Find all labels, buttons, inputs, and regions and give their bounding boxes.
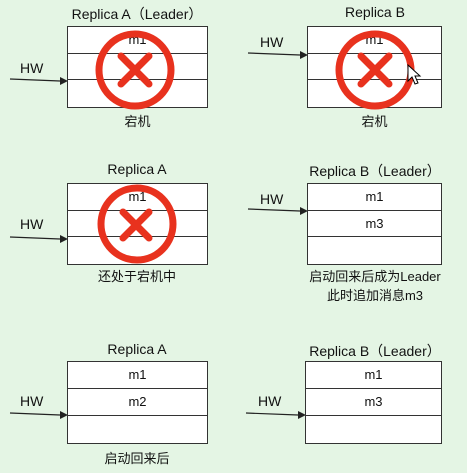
log-box: m1 m3	[305, 361, 442, 444]
log-entry: m1	[68, 27, 207, 54]
caption-line-2: 此时追加消息m3	[326, 288, 424, 303]
hw-label: HW	[20, 60, 44, 76]
hw-arrow	[245, 411, 306, 419]
hw-arrow	[247, 207, 308, 215]
caption: 宕机	[124, 114, 151, 129]
log-box: m1	[67, 183, 208, 265]
log-entry: m1	[306, 362, 441, 389]
log-entry: m1	[308, 184, 441, 211]
log-entry	[68, 80, 207, 107]
log-entry	[68, 54, 207, 81]
caption-line-1: 启动回来后成为Leader	[309, 269, 441, 284]
hw-label: HW	[258, 393, 282, 409]
replica-b-title: Replica B	[345, 4, 405, 20]
replica-b-leader-title: Replica B（Leader）	[309, 343, 441, 359]
log-entry: m3	[308, 211, 441, 238]
hw-arrow	[9, 411, 68, 419]
log-entry	[68, 237, 207, 264]
hw-arrow	[9, 77, 68, 85]
log-entry: m3	[306, 389, 441, 416]
caption: 启动回来后	[104, 451, 170, 466]
log-entry	[306, 416, 441, 443]
hw-label: HW	[20, 393, 44, 409]
caption: 还处于宕机中	[97, 269, 176, 284]
log-box: m1	[67, 26, 208, 108]
hw-arrow	[247, 51, 308, 59]
log-entry	[68, 416, 207, 443]
log-entry: m1	[68, 184, 207, 211]
replica-a-title: Replica A	[107, 161, 167, 177]
replica-b-leader-title: Replica B（Leader）	[309, 163, 441, 179]
replica-a-title: Replica A	[107, 341, 167, 357]
log-entry: m1	[68, 362, 207, 389]
log-box: m1 m3	[307, 183, 442, 265]
mouse-cursor-icon	[407, 64, 422, 85]
replica-a-leader-title: Replica A（Leader）	[71, 6, 203, 22]
caption: 宕机	[361, 114, 388, 129]
log-box: m1 m2	[67, 361, 208, 444]
hw-arrow	[9, 235, 68, 243]
log-entry	[308, 237, 441, 264]
hw-label: HW	[260, 34, 284, 50]
log-entry: m1	[308, 27, 441, 54]
hw-label: HW	[20, 216, 44, 232]
hw-label: HW	[260, 191, 284, 207]
log-entry: m2	[68, 389, 207, 416]
log-entry	[68, 211, 207, 238]
